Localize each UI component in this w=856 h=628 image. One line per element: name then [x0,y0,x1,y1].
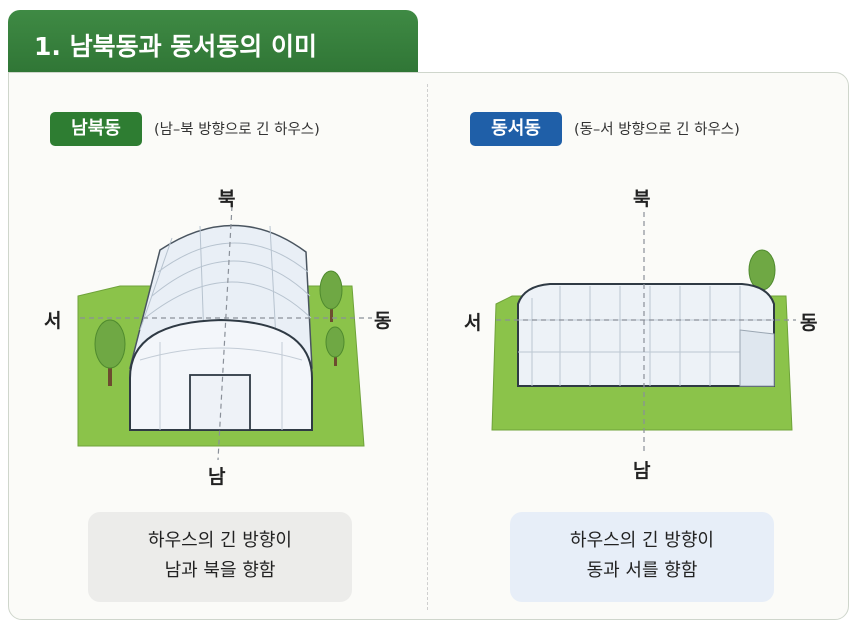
tree-icon [319,270,343,322]
east-west-subtitle: (동–서 방향으로 긴 하우스) [574,122,740,138]
page-title: 1. 남북동과 동서동의 이미 [8,10,418,76]
north-south-subtitle: (남–북 방향으로 긴 하우스) [154,122,320,138]
north-south-greenhouse-illustration [77,205,372,461]
east-label: 동 [800,312,818,334]
east-west-note: 하우스의 긴 방향이 동과 서를 향함 [510,512,774,602]
north-south-axis [217,205,233,461]
note-line: 남과 북을 향함 [164,560,276,581]
north-south-badge: 남북동 [50,112,142,146]
door [189,374,251,431]
east-label: 동 [374,310,392,332]
south-label: 남 [208,466,226,488]
south-label: 남 [633,460,651,482]
note-line: 동과 서를 향함 [586,560,698,581]
west-label: 서 [44,310,62,332]
north-label: 북 [218,188,236,210]
west-label: 서 [464,312,482,334]
tree-icon [94,319,126,386]
east-west-greenhouse-illustration [491,212,796,452]
note-line: 하우스의 긴 방향이 [148,530,292,551]
panel-divider [427,84,428,610]
east-west-badge: 동서동 [470,112,562,146]
note-line: 하우스의 긴 방향이 [570,530,714,551]
north-south-note: 하우스의 긴 방향이 남과 북을 향함 [88,512,352,602]
tree-icon [325,326,345,366]
north-label: 북 [633,188,651,210]
